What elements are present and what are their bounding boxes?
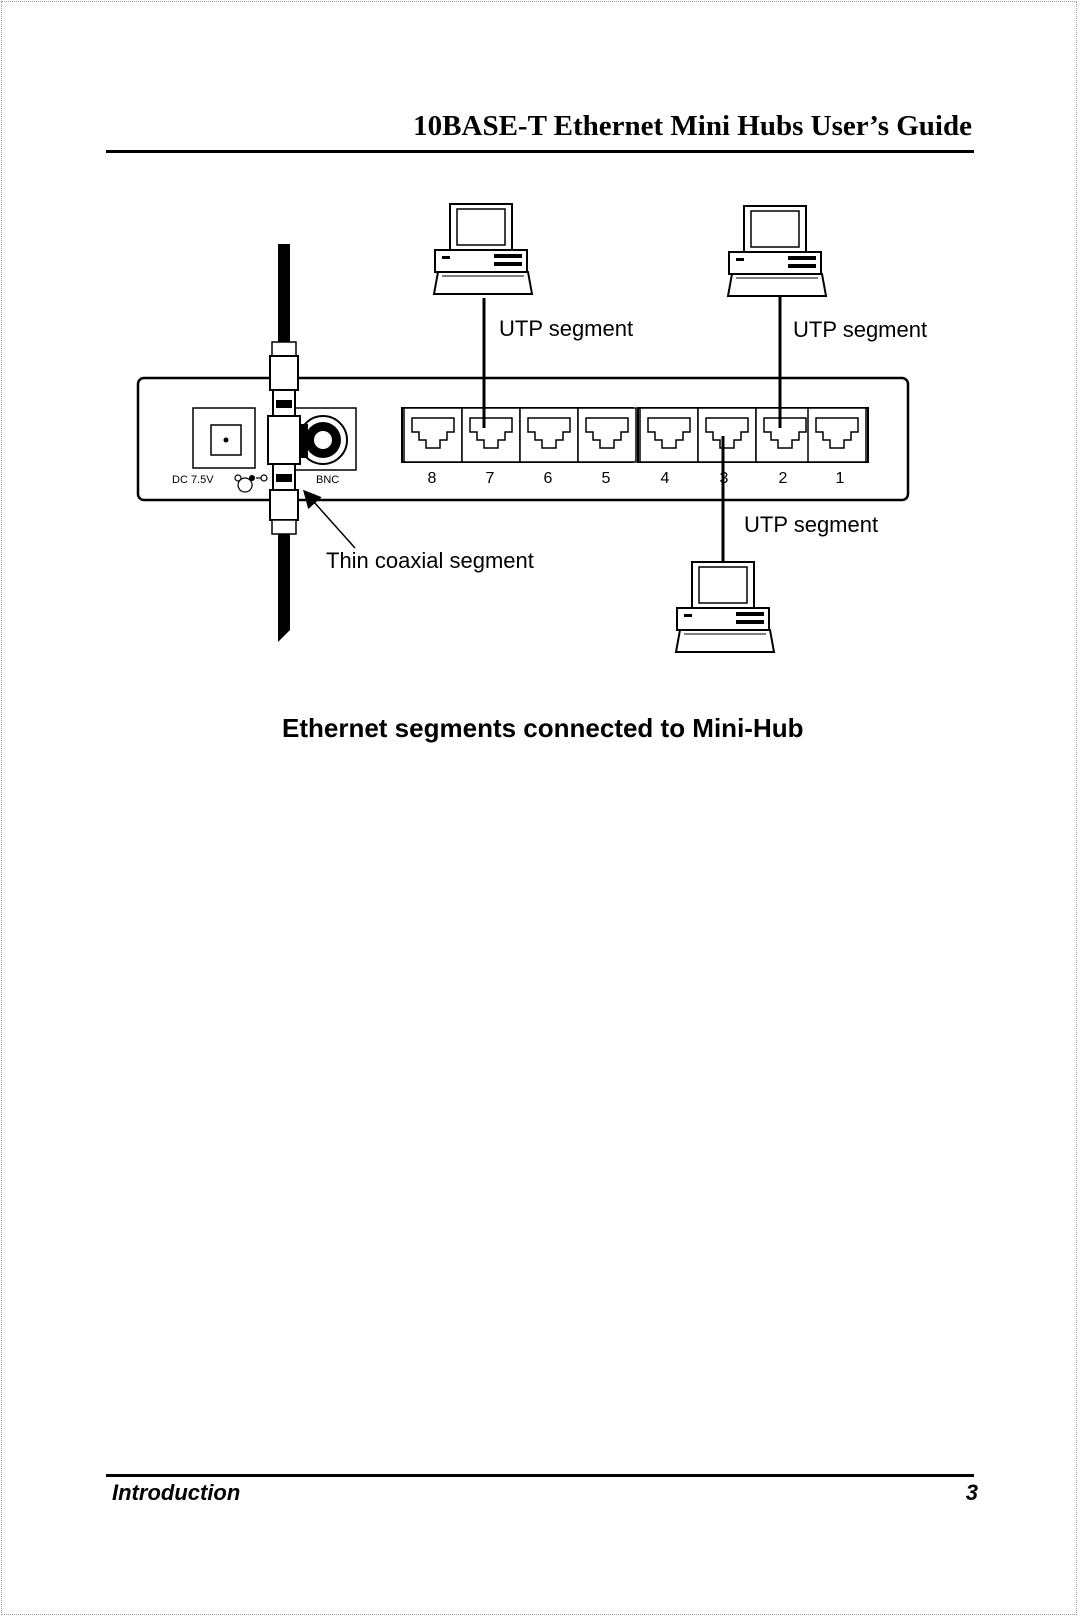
port-number: 6 [544,470,553,487]
rj45-port-3 [697,407,757,463]
rj45-port-7 [461,407,521,463]
bnc-label: BNC [316,474,339,486]
header-rule [106,150,974,153]
utp-segment-label-bottom: UTP segment [744,512,878,537]
rj45-port-4 [639,407,699,463]
computer-icon-bottom [675,561,775,653]
rj45-port-6 [519,407,579,463]
t-connector [267,341,301,535]
thin-coaxial-segment-label: Thin coaxial segment [326,548,534,573]
port-number: 8 [428,470,437,487]
port-number: 5 [602,470,611,487]
coax-arrow [303,489,356,549]
rj45-port-5 [577,407,637,463]
utp-segment-label-left: UTP segment [499,316,633,341]
computer-icon-right [727,205,827,297]
port-number: 2 [779,470,788,487]
page-number: 3 [965,1480,978,1505]
port-number: 4 [661,470,670,487]
footer-section-title: Introduction [112,1480,241,1505]
utp-segment-label-right: UTP segment [793,317,927,342]
port-number: 1 [836,470,845,487]
dc-label: DC 7.5V [172,474,214,486]
page-header-title: 10BASE-T Ethernet Mini Hubs User’s Guide [413,110,972,142]
footer-rule [106,1474,974,1477]
rj45-port-8 [403,407,463,463]
port-number: 7 [486,470,495,487]
figure-caption: Ethernet segments connected to Mini-Hub [282,713,804,743]
rj45-port-1 [807,407,867,463]
computer-icon-left [433,203,533,295]
rj45-port-2 [755,407,815,463]
